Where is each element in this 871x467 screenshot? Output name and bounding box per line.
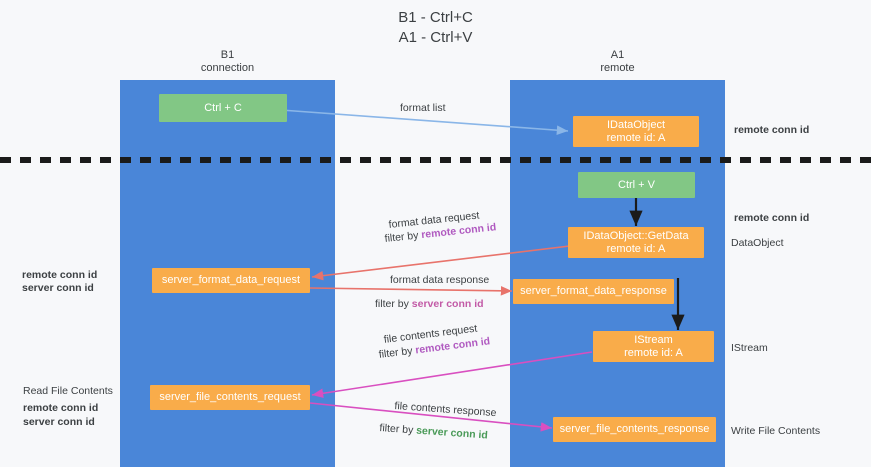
annotation-left-bottom-server-conn-id: server conn id bbox=[23, 416, 95, 428]
node-ctrl-v-label: Ctrl + V bbox=[618, 178, 655, 191]
node-ctrl-v[interactable]: Ctrl + V bbox=[578, 172, 695, 198]
filter-prefix: filter by bbox=[384, 229, 422, 245]
node-server-format-data-request[interactable]: server_format_data_request bbox=[152, 268, 310, 293]
node-server-format-data-response-label: server_format_data_response bbox=[520, 285, 667, 297]
node-server-file-contents-request[interactable]: server_file_contents_request bbox=[150, 385, 310, 410]
filter-prefix: filter by bbox=[375, 298, 412, 310]
node-server-file-contents-response[interactable]: server_file_contents_response bbox=[553, 417, 716, 442]
annotation-write-file-contents: Write File Contents bbox=[731, 425, 821, 437]
node-server-format-data-request-label: server_format_data_request bbox=[161, 274, 301, 286]
filter-key-server-conn-id: server conn id bbox=[415, 424, 489, 442]
node-server-format-data-response[interactable]: server_format_data_response bbox=[513, 279, 674, 304]
node-idataobject-line-2: remote id: A bbox=[606, 131, 666, 144]
lane-header-a1: A1 remote bbox=[510, 49, 725, 75]
filter-prefix: filter by bbox=[378, 344, 417, 361]
edge-label-format-data-response-filter: filter by server conn id bbox=[375, 297, 484, 311]
node-idataobject-line-1: IDataObject bbox=[606, 118, 666, 131]
node-ctrl-c[interactable]: Ctrl + C bbox=[159, 94, 287, 122]
node-istream[interactable]: IStream remote id: A bbox=[593, 331, 714, 362]
annotation-remote-conn-id-top: remote conn id bbox=[734, 124, 810, 136]
annotation-istream: IStream bbox=[731, 342, 768, 354]
lane-header-b1-role: connection bbox=[200, 62, 255, 74]
edge-label-file-contents-response: file contents response bbox=[394, 399, 497, 420]
lane-header-b1-name: B1 bbox=[220, 49, 235, 61]
edge-label-format-data-response: format data response bbox=[390, 273, 489, 287]
node-istream-line-1: IStream bbox=[634, 333, 673, 346]
page-title: B1 - Ctrl+C A1 - Ctrl+V bbox=[0, 8, 871, 48]
lane-header-a1-name: A1 bbox=[610, 49, 625, 61]
node-getdata-line-1: IDataObject::GetData bbox=[583, 229, 689, 242]
annotation-read-file-contents: Read File Contents bbox=[23, 385, 113, 397]
node-server-file-contents-response-label: server_file_contents_response bbox=[559, 423, 710, 435]
annotation-left-remote-conn-id: remote conn id bbox=[22, 269, 98, 281]
filter-prefix: filter by bbox=[379, 421, 417, 437]
node-idataobject[interactable]: IDataObject remote id: A bbox=[573, 116, 699, 147]
annotation-left-bottom-remote-conn-id: remote conn id bbox=[23, 402, 99, 414]
node-ctrl-c-label: Ctrl + C bbox=[204, 101, 242, 114]
node-getdata-line-2: remote id: A bbox=[606, 242, 666, 255]
edge-label-format-list: format list bbox=[400, 102, 446, 114]
filter-key-server-conn-id: server conn id bbox=[411, 298, 484, 310]
lane-header-a1-role: remote bbox=[600, 62, 635, 74]
node-getdata[interactable]: IDataObject::GetData remote id: A bbox=[568, 227, 704, 258]
arrow-format-data-response bbox=[309, 286, 513, 296]
title-line-1: B1 - Ctrl+C bbox=[398, 9, 473, 26]
annotation-left-server-conn-id: server conn id bbox=[22, 282, 94, 294]
edge-label-format-data-response-text: format data response bbox=[390, 274, 490, 286]
node-istream-line-2: remote id: A bbox=[624, 346, 683, 359]
lane-header-b1: B1 connection bbox=[120, 49, 335, 75]
title-line-2: A1 - Ctrl+V bbox=[398, 29, 473, 46]
node-server-file-contents-request-label: server_file_contents_request bbox=[159, 391, 301, 403]
edge-label-file-contents-response-text: file contents response bbox=[394, 399, 497, 420]
annotation-remote-conn-id-mid: remote conn id bbox=[734, 212, 810, 224]
annotation-dataobject: DataObject bbox=[731, 237, 784, 249]
edge-label-file-contents-response-filter: filter by server conn id bbox=[379, 421, 488, 443]
